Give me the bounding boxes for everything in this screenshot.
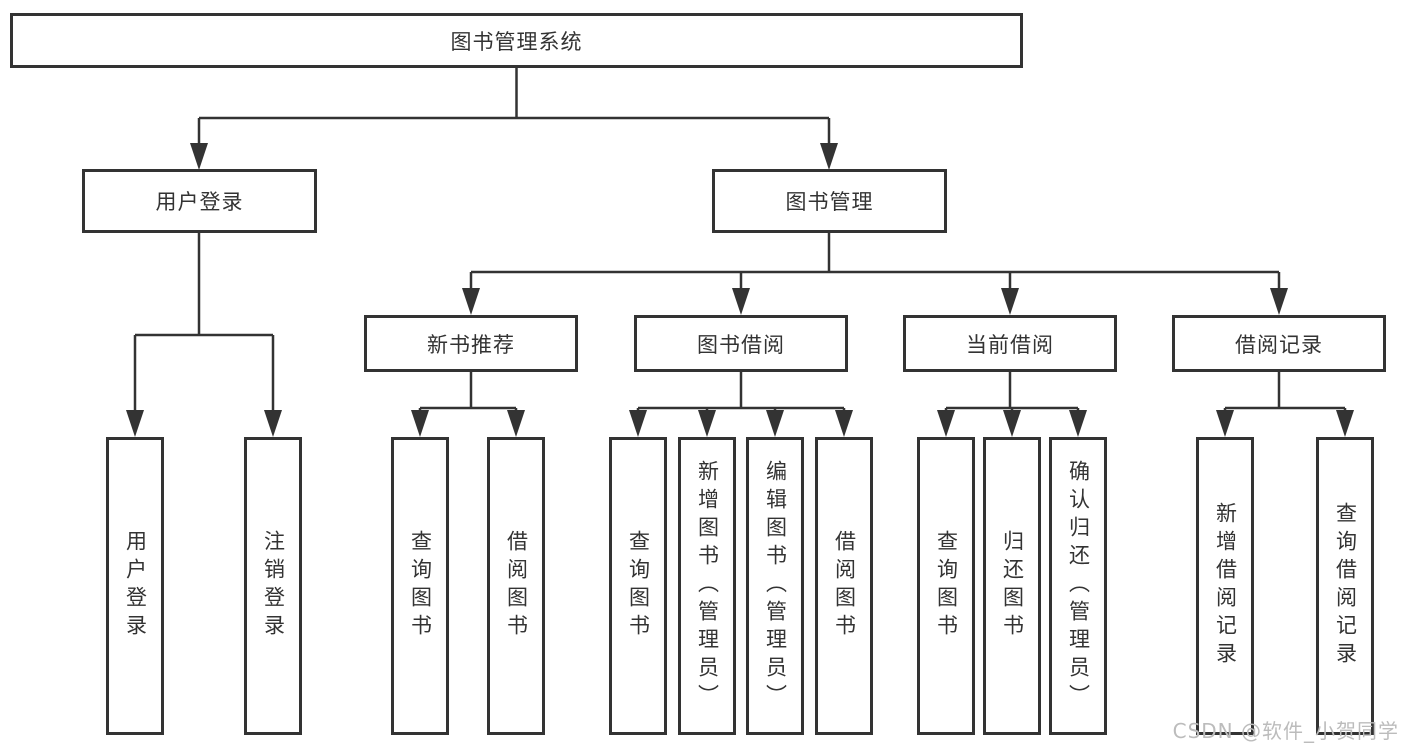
node-user-login: 用户登录 (82, 169, 317, 233)
node-label: 新增图书（管理员） (695, 460, 720, 712)
node-new-book-recommend: 新书推荐 (364, 315, 578, 372)
leaf-query-borrow-record: 查询借阅记录 (1316, 437, 1374, 735)
leaf-query-books-recommend: 查询图书 (391, 437, 449, 735)
arrowheads (126, 143, 1354, 437)
node-label: 注销登录 (261, 530, 286, 642)
node-label: 图书管理 (785, 190, 874, 214)
leaf-logout: 注销登录 (244, 437, 302, 735)
leaf-borrow-books: 借阅图书 (815, 437, 873, 735)
node-label: 新书推荐 (427, 332, 515, 357)
leaf-add-borrow-record: 新增借阅记录 (1196, 437, 1254, 735)
node-root-system: 图书管理系统 (10, 13, 1023, 68)
leaf-user-login: 用户登录 (106, 437, 164, 735)
node-label: 新增借阅记录 (1213, 502, 1238, 670)
node-label: 图书管理系统 (450, 29, 583, 54)
node-borrow-records: 借阅记录 (1172, 315, 1386, 372)
node-label: 归还图书 (1000, 530, 1025, 642)
csdn-watermark: CSDN @软件_小贺同学 (1172, 719, 1399, 743)
node-label: 借阅图书 (832, 530, 857, 642)
node-label: 查询图书 (934, 530, 959, 642)
node-label: 查询图书 (408, 530, 433, 642)
node-current-borrow: 当前借阅 (903, 315, 1117, 372)
node-book-borrow: 图书借阅 (634, 315, 848, 372)
node-label: 编辑图书（管理员） (763, 460, 788, 712)
leaf-confirm-return-admin: 确认归还（管理员） (1049, 437, 1107, 735)
node-label: 借阅记录 (1235, 332, 1323, 357)
leaf-add-books-admin: 新增图书（管理员） (678, 437, 736, 735)
node-label: 用户登录 (155, 190, 244, 214)
node-label: 查询借阅记录 (1333, 502, 1358, 670)
node-label: 图书借阅 (697, 332, 785, 357)
node-book-management: 图书管理 (712, 169, 947, 233)
leaf-edit-books-admin: 编辑图书（管理员） (746, 437, 804, 735)
leaf-return-books: 归还图书 (983, 437, 1041, 735)
node-label: 确认归还（管理员） (1066, 460, 1091, 712)
node-label: 当前借阅 (966, 332, 1054, 357)
node-label: 用户登录 (123, 530, 148, 642)
leaf-query-books-current: 查询图书 (917, 437, 975, 735)
node-label: 查询图书 (626, 530, 651, 642)
leaf-borrow-books-recommend: 借阅图书 (487, 437, 545, 735)
leaf-query-books-borrow: 查询图书 (609, 437, 667, 735)
node-label: 借阅图书 (504, 530, 529, 642)
